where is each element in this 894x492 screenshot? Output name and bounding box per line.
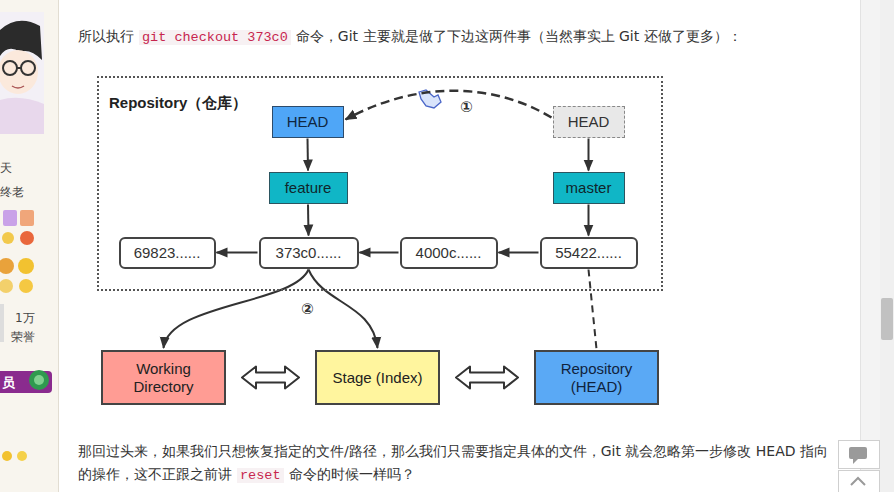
- arrow: [588, 139, 590, 171]
- commit-box: 69823......: [119, 237, 216, 269]
- arrow: [588, 205, 590, 236]
- arrow: [499, 252, 539, 254]
- area-box: Repository (HEAD): [534, 350, 659, 405]
- inline-code: git checkout 373c0: [139, 30, 291, 45]
- arrow: [217, 252, 258, 254]
- callout-number: ①: [459, 98, 474, 116]
- paragraph-text: 命令的时候一样吗？: [289, 466, 415, 482]
- sidebar-text: 荣誉: [11, 329, 35, 346]
- paragraph-text: 所以执行: [78, 28, 134, 44]
- arrow: [164, 270, 309, 349]
- paragraph-text: 命令，Git 主要就是做了下边这两件事（当然事实上 Git 还做了更多）：: [296, 28, 742, 44]
- sidebar-text: 1万: [15, 310, 35, 327]
- head-pointer: HEAD: [272, 106, 344, 138]
- box-label: Stage (Index): [332, 369, 422, 387]
- branch-box: master: [553, 172, 625, 204]
- inline-code: reset: [237, 468, 284, 483]
- box-label: Repository (HEAD): [547, 360, 647, 396]
- area-box: Stage (Index): [315, 350, 440, 405]
- box-label: Working Directory: [114, 360, 214, 396]
- callout-number: ②: [301, 300, 314, 318]
- box-label: 55422......: [555, 244, 622, 262]
- paragraph: 那回过头来，如果我们只想恢复指定的文件/路径，那么我们只需要指定具体的文件，Gi…: [78, 440, 830, 487]
- commit-box: 4000c......: [400, 237, 498, 269]
- box-label: feature: [285, 179, 332, 197]
- area-box: Working Directory: [101, 350, 226, 405]
- box-label: HEAD: [287, 113, 329, 131]
- arrow: [307, 205, 310, 236]
- dashed-link: [589, 270, 597, 350]
- region-title: Repository（仓库）: [109, 94, 247, 112]
- box-label: HEAD: [568, 113, 610, 131]
- member-badge-text: 员: [2, 374, 15, 392]
- box-label: 373c0......: [276, 244, 342, 262]
- sidebar-text: 终老: [0, 184, 24, 201]
- branch-box: feature: [269, 172, 348, 204]
- sync-arrow: [456, 367, 518, 389]
- sidebar-text: 天: [0, 160, 12, 177]
- head-pointer-old: HEAD: [553, 106, 625, 138]
- box-label: 4000c......: [416, 244, 482, 262]
- arrow: [360, 252, 399, 254]
- box-label: 69823......: [134, 244, 201, 262]
- commit-box: 373c0......: [259, 237, 359, 269]
- paragraph: 所以执行 git checkout 373c0 命令，Git 主要就是做了下边这两件…: [78, 25, 848, 49]
- arrow: [346, 91, 552, 120]
- commit-box: 55422......: [540, 237, 638, 269]
- arrow: [309, 270, 378, 349]
- paragraph-text: 那回过头来，如果我们只想恢复指定的文件/路径，那么我们只需要指定具体的文件，Gi…: [78, 443, 828, 482]
- arrow: [307, 139, 310, 171]
- repository-region: Repository（仓库） HEAD HEAD feature master 69823…: [97, 76, 663, 291]
- box-label: master: [566, 179, 612, 197]
- sync-arrow: [242, 367, 299, 389]
